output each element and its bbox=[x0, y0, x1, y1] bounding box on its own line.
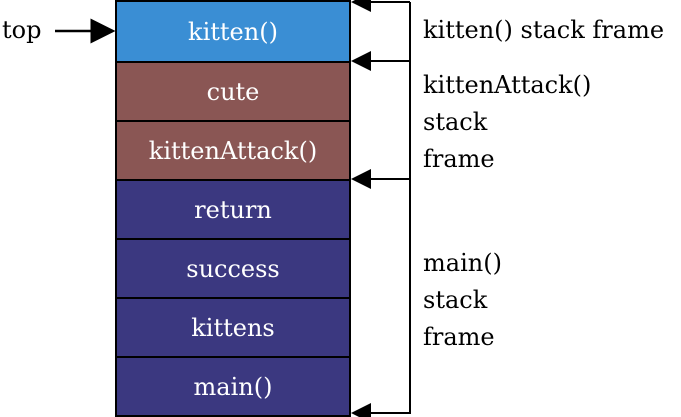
frame-label-kittenattack: kittenAttack() stack frame bbox=[423, 71, 592, 173]
stack-cell-kittenattack: kittenAttack() bbox=[115, 120, 351, 181]
stack-cell-cute: cute bbox=[115, 61, 351, 122]
stack-cell-return: return bbox=[115, 179, 351, 240]
frame-label-kitten: kitten() stack frame bbox=[423, 16, 665, 44]
frame-label-main: main() stack frame bbox=[423, 249, 502, 351]
stack-cell-kittens: kittens bbox=[115, 297, 351, 358]
top-pointer-label: top bbox=[2, 16, 42, 44]
stack-cell-kitten: kitten() bbox=[115, 0, 351, 63]
stack-cell-success: success bbox=[115, 238, 351, 299]
stack-cell-main: main() bbox=[115, 356, 351, 417]
